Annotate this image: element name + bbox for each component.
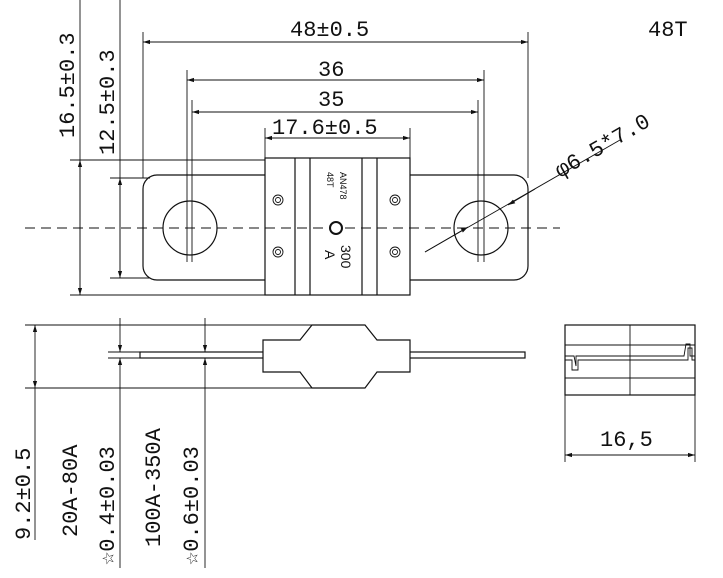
dimension-tab-inner-height: 12.5±0.3 (96, 0, 150, 279)
fuse-end-view: 16,5 (564, 324, 696, 462)
overall-length-label: 48±0.5 (290, 18, 369, 43)
body-thickness-label: 9.2±0.5 (12, 448, 37, 540)
body-series-label: 48T (325, 172, 335, 188)
body-rating-label: 300 (338, 245, 354, 269)
dimension-tab-height: 16.5±0.3 (56, 0, 265, 296)
dimension-body-width: 17.6±0.5 (264, 116, 411, 158)
fuse-top-view: AN478 48T 300 A (25, 157, 560, 296)
screw-icons (272, 194, 401, 258)
hole-size-label: φ6.5*7.0 (551, 110, 655, 184)
body-unit-label: A (322, 250, 338, 260)
tab-inner-height-label: 12.5±0.3 (96, 49, 121, 155)
hole-spacing-outer-label: 36 (318, 58, 344, 83)
thickness-0-6-label: ☆0.6±0.03 (180, 446, 205, 565)
range-100-350-label: 100A-350A (142, 427, 167, 547)
thickness-0-4-label: ☆0.4±0.03 (96, 446, 121, 565)
dimension-hole-spacing-inner: 35 (191, 88, 479, 262)
model-title: 48T (648, 18, 688, 43)
end-view-width-label: 16,5 (600, 428, 653, 453)
dimension-hole-spacing-outer: 36 (186, 58, 485, 262)
body-width-label: 17.6±0.5 (272, 116, 378, 141)
range-20-80-label: 20A-80A (59, 444, 84, 537)
hole-spacing-inner-label: 35 (318, 88, 344, 113)
tab-height-label: 16.5±0.3 (56, 32, 81, 138)
fuse-side-view (25, 318, 526, 568)
dimension-overall-length: 48±0.5 (142, 18, 529, 178)
body-model-label: AN478 (338, 172, 348, 200)
hole-size-callout: φ6.5*7.0 (424, 110, 655, 253)
